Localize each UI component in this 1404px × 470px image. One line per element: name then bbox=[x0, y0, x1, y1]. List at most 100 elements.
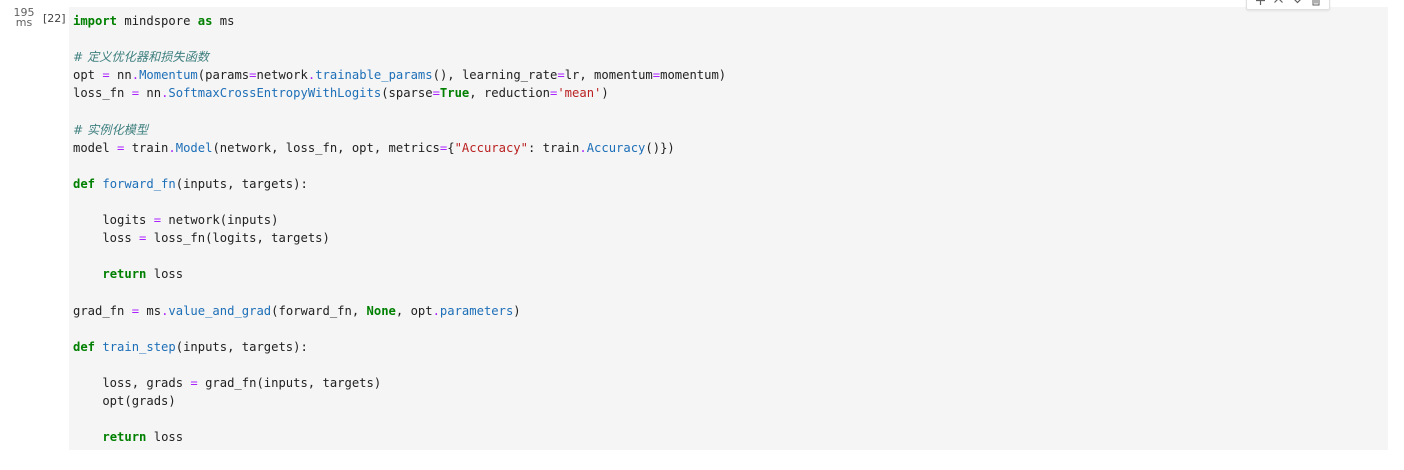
code-token: def bbox=[73, 339, 96, 354]
code-token: def bbox=[73, 176, 96, 191]
code-token: nn bbox=[139, 86, 162, 101]
code-token: . bbox=[307, 68, 316, 83]
code-token: (sparse bbox=[381, 86, 433, 101]
code-token: = bbox=[117, 140, 125, 155]
code-line: def train_step(inputs, targets): bbox=[73, 338, 726, 356]
code-token: loss bbox=[146, 267, 184, 282]
code-token: = bbox=[153, 213, 162, 228]
code-line: return loss bbox=[73, 265, 726, 283]
code-token: (inputs, targets): bbox=[175, 339, 308, 354]
code-token: . bbox=[161, 303, 169, 318]
code-token: (inputs, targets): bbox=[175, 176, 308, 191]
code-line: ​ bbox=[73, 193, 726, 211]
execution-time: 195 ms bbox=[8, 6, 40, 29]
code-token: Accuracy bbox=[586, 140, 646, 155]
code-token: 'mean' bbox=[557, 86, 602, 101]
cell-toolbar bbox=[1246, 0, 1330, 10]
code-token: loss_fn(logits, targets) bbox=[146, 231, 330, 246]
code-token bbox=[73, 267, 102, 281]
code-token: = bbox=[557, 68, 565, 83]
code-token: (forward_fn, bbox=[271, 303, 367, 318]
code-token: loss bbox=[73, 231, 140, 246]
code-token: . bbox=[432, 303, 440, 318]
code-line: grad_fn = ms.value_and_grad(forward_fn, … bbox=[73, 302, 726, 320]
execution-time-value: 195 bbox=[13, 6, 35, 19]
code-token: . bbox=[168, 140, 176, 155]
code-token: = bbox=[139, 231, 147, 246]
code-line: loss_fn = nn.SoftmaxCrossEntropyWithLogi… bbox=[73, 84, 726, 102]
code-token: network bbox=[256, 68, 308, 83]
code-token: = bbox=[190, 375, 198, 390]
code-token: Momentum bbox=[139, 68, 198, 83]
code-token: network(inputs) bbox=[161, 213, 279, 228]
code-line: ​ bbox=[73, 356, 726, 374]
code-line: ​ bbox=[73, 30, 726, 48]
code-token: Model bbox=[175, 140, 213, 155]
code-token: return bbox=[102, 267, 147, 282]
code-line: ​ bbox=[73, 320, 726, 338]
code-line: ​ bbox=[73, 247, 726, 265]
code-token: loss_fn bbox=[73, 86, 132, 101]
code-token: value_and_grad bbox=[168, 303, 272, 318]
code-line: opt(grads) bbox=[73, 392, 726, 410]
code-line: logits = network(inputs) bbox=[73, 211, 726, 229]
code-token: ms bbox=[212, 14, 235, 28]
code-token: loss, grads bbox=[73, 375, 191, 390]
code-line: return loss bbox=[73, 428, 726, 446]
code-token: { bbox=[447, 140, 455, 155]
code-token: ()}) bbox=[645, 140, 675, 155]
code-line: ​ bbox=[73, 102, 726, 120]
code-token: trainable_params bbox=[315, 68, 433, 83]
code-token: nn bbox=[109, 68, 132, 83]
code-token: import bbox=[73, 14, 118, 28]
code-line: # 定义优化器和损失函数 bbox=[73, 48, 726, 66]
code-token: , reduction bbox=[469, 86, 550, 101]
trash-icon[interactable] bbox=[1309, 0, 1323, 6]
code-token: : train bbox=[527, 140, 580, 155]
code-token: , opt bbox=[395, 303, 433, 318]
code-token: # 实例化模型 bbox=[73, 122, 149, 137]
code-token: . bbox=[579, 140, 587, 155]
code-line: ​ bbox=[73, 410, 726, 428]
code-token: return bbox=[102, 430, 147, 445]
code-token: grad_fn(inputs, targets) bbox=[197, 375, 382, 390]
chevron-down-icon[interactable] bbox=[1290, 0, 1304, 6]
code-line: ​ bbox=[73, 283, 726, 301]
code-token: = bbox=[249, 68, 257, 83]
code-token: = bbox=[550, 86, 558, 101]
code-token: mindspore bbox=[117, 14, 198, 28]
code-token: # 定义优化器和损失函数 bbox=[73, 50, 209, 65]
code-token: = bbox=[131, 303, 140, 318]
code-token: as bbox=[197, 14, 213, 28]
execution-time-unit: ms bbox=[15, 16, 33, 29]
code-line: import mindspore as ms bbox=[73, 12, 726, 30]
code-token: SoftmaxCrossEntropyWithLogits bbox=[168, 86, 382, 101]
code-token: None bbox=[366, 303, 396, 318]
code-token: opt(grads) bbox=[73, 393, 176, 408]
code-line: # 实例化模型 bbox=[73, 121, 726, 139]
code-line: model = train.Model(network, loss_fn, op… bbox=[73, 139, 726, 157]
code-token: ) bbox=[513, 303, 521, 318]
code-token: momentum) bbox=[660, 68, 727, 83]
code-token: grad_fn bbox=[73, 303, 132, 318]
code-token: ) bbox=[601, 86, 609, 101]
plus-icon[interactable] bbox=[1253, 0, 1267, 6]
code-token: = bbox=[439, 140, 448, 155]
code-token: parameters bbox=[439, 303, 514, 318]
code-token: = bbox=[131, 86, 140, 101]
execution-count: [22] bbox=[43, 12, 66, 25]
code-token: (network, loss_fn, opt, metrics bbox=[212, 140, 440, 155]
code-token: (), learning_rate bbox=[432, 68, 558, 83]
code-token: = bbox=[652, 68, 661, 83]
code-token: forward_fn bbox=[102, 176, 176, 191]
code-line: opt = nn.Momentum(params=network.trainab… bbox=[73, 66, 726, 84]
code-line: loss, grads = grad_fn(inputs, targets) bbox=[73, 374, 726, 392]
code-token: . bbox=[161, 86, 169, 101]
code-token: "Accuracy" bbox=[454, 140, 528, 155]
chevron-up-icon[interactable] bbox=[1272, 0, 1286, 6]
code-token: loss bbox=[146, 430, 184, 445]
code-token: True bbox=[439, 86, 470, 101]
code-line: loss = loss_fn(logits, targets) bbox=[73, 229, 726, 247]
